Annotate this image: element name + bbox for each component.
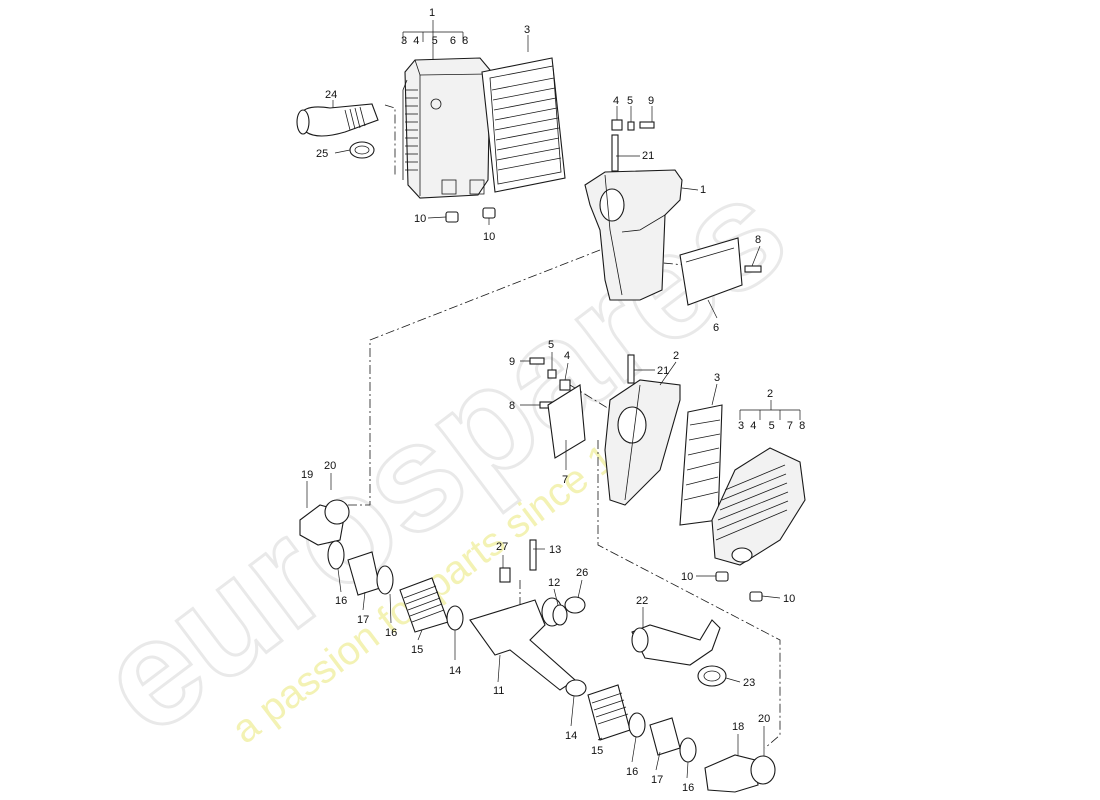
callout-9-top: 9 bbox=[648, 95, 654, 107]
callout-12: 12 bbox=[548, 577, 560, 589]
callout-8-mid: 8 bbox=[509, 400, 515, 412]
callout-26: 26 bbox=[576, 567, 588, 579]
callout-10-b: 10 bbox=[483, 231, 495, 243]
callout-13: 13 bbox=[549, 544, 561, 556]
intake-snorkel-lower bbox=[631, 619, 727, 687]
callout-3-mid: 3 bbox=[714, 372, 720, 384]
callout-4-mid: 4 bbox=[564, 350, 570, 362]
callout-22: 22 bbox=[636, 595, 648, 607]
callout-1-top-sub: 3 4 5 6 8 bbox=[401, 35, 468, 47]
callout-9-mid: 9 bbox=[509, 356, 515, 368]
fasteners-top bbox=[611, 119, 655, 172]
intake-duct-right-upper bbox=[584, 169, 683, 301]
callout-4-top: 4 bbox=[613, 95, 619, 107]
bolt-8-upper bbox=[744, 265, 762, 273]
bracket-upper bbox=[679, 237, 743, 306]
callout-8-top: 8 bbox=[755, 234, 761, 246]
callout-23: 23 bbox=[743, 677, 755, 689]
callout-16-a: 16 bbox=[335, 595, 347, 607]
callout-18: 18 bbox=[732, 721, 744, 733]
callout-10-d: 10 bbox=[783, 593, 795, 605]
callout-5-top: 5 bbox=[627, 95, 633, 107]
bracket-middle bbox=[547, 384, 586, 459]
filter-element-middle bbox=[679, 404, 723, 526]
callout-1-right: 1 bbox=[700, 184, 706, 196]
callout-21-mid: 21 bbox=[657, 365, 669, 377]
callout-2-right-sub: 3 4 5 7 8 bbox=[738, 420, 805, 432]
airbox-housing-upper bbox=[402, 57, 491, 199]
filter-element-upper bbox=[481, 57, 566, 193]
callout-15-a: 15 bbox=[411, 644, 423, 656]
callout-6: 6 bbox=[713, 322, 719, 334]
callout-2-mid: 2 bbox=[673, 350, 679, 362]
callout-14-a: 14 bbox=[449, 665, 461, 677]
callout-2-right: 2 bbox=[767, 388, 773, 400]
intake-duct-middle bbox=[604, 379, 681, 506]
callout-16-b: 16 bbox=[385, 627, 397, 639]
callout-5-mid: 5 bbox=[548, 339, 554, 351]
callout-15-b: 15 bbox=[591, 745, 603, 757]
callout-11: 11 bbox=[493, 685, 504, 697]
callout-labels: 1 3 4 5 6 8 3 24 25 10 10 4 5 9 21 1 8 6… bbox=[301, 7, 805, 794]
callout-20-right: 20 bbox=[758, 713, 770, 725]
callout-17-b: 17 bbox=[651, 774, 663, 786]
callout-7: 7 bbox=[562, 474, 568, 486]
callout-19: 19 bbox=[301, 469, 313, 481]
grommets-upper bbox=[445, 207, 496, 223]
callout-3-top: 3 bbox=[524, 24, 530, 36]
callout-10-a: 10 bbox=[414, 213, 426, 225]
grommets-lower bbox=[715, 571, 763, 602]
callout-16-d: 16 bbox=[682, 782, 694, 794]
callout-24: 24 bbox=[325, 89, 337, 101]
callout-20-left: 20 bbox=[324, 460, 336, 472]
callout-1-top: 1 bbox=[429, 7, 435, 19]
intake-pipe-lower bbox=[299, 499, 776, 793]
callout-14-b: 14 bbox=[565, 730, 577, 742]
airbox-housing-lower bbox=[711, 447, 806, 566]
callout-25: 25 bbox=[316, 148, 328, 160]
sensor-and-bolt bbox=[499, 539, 586, 626]
intake-snorkel-upper bbox=[296, 103, 379, 159]
leader-lines bbox=[306, 20, 801, 779]
callout-10-c: 10 bbox=[681, 571, 693, 583]
callout-27: 27 bbox=[496, 541, 508, 553]
callout-21-top: 21 bbox=[642, 150, 654, 162]
callout-16-c: 16 bbox=[626, 766, 638, 778]
callout-17-a: 17 bbox=[357, 614, 369, 626]
